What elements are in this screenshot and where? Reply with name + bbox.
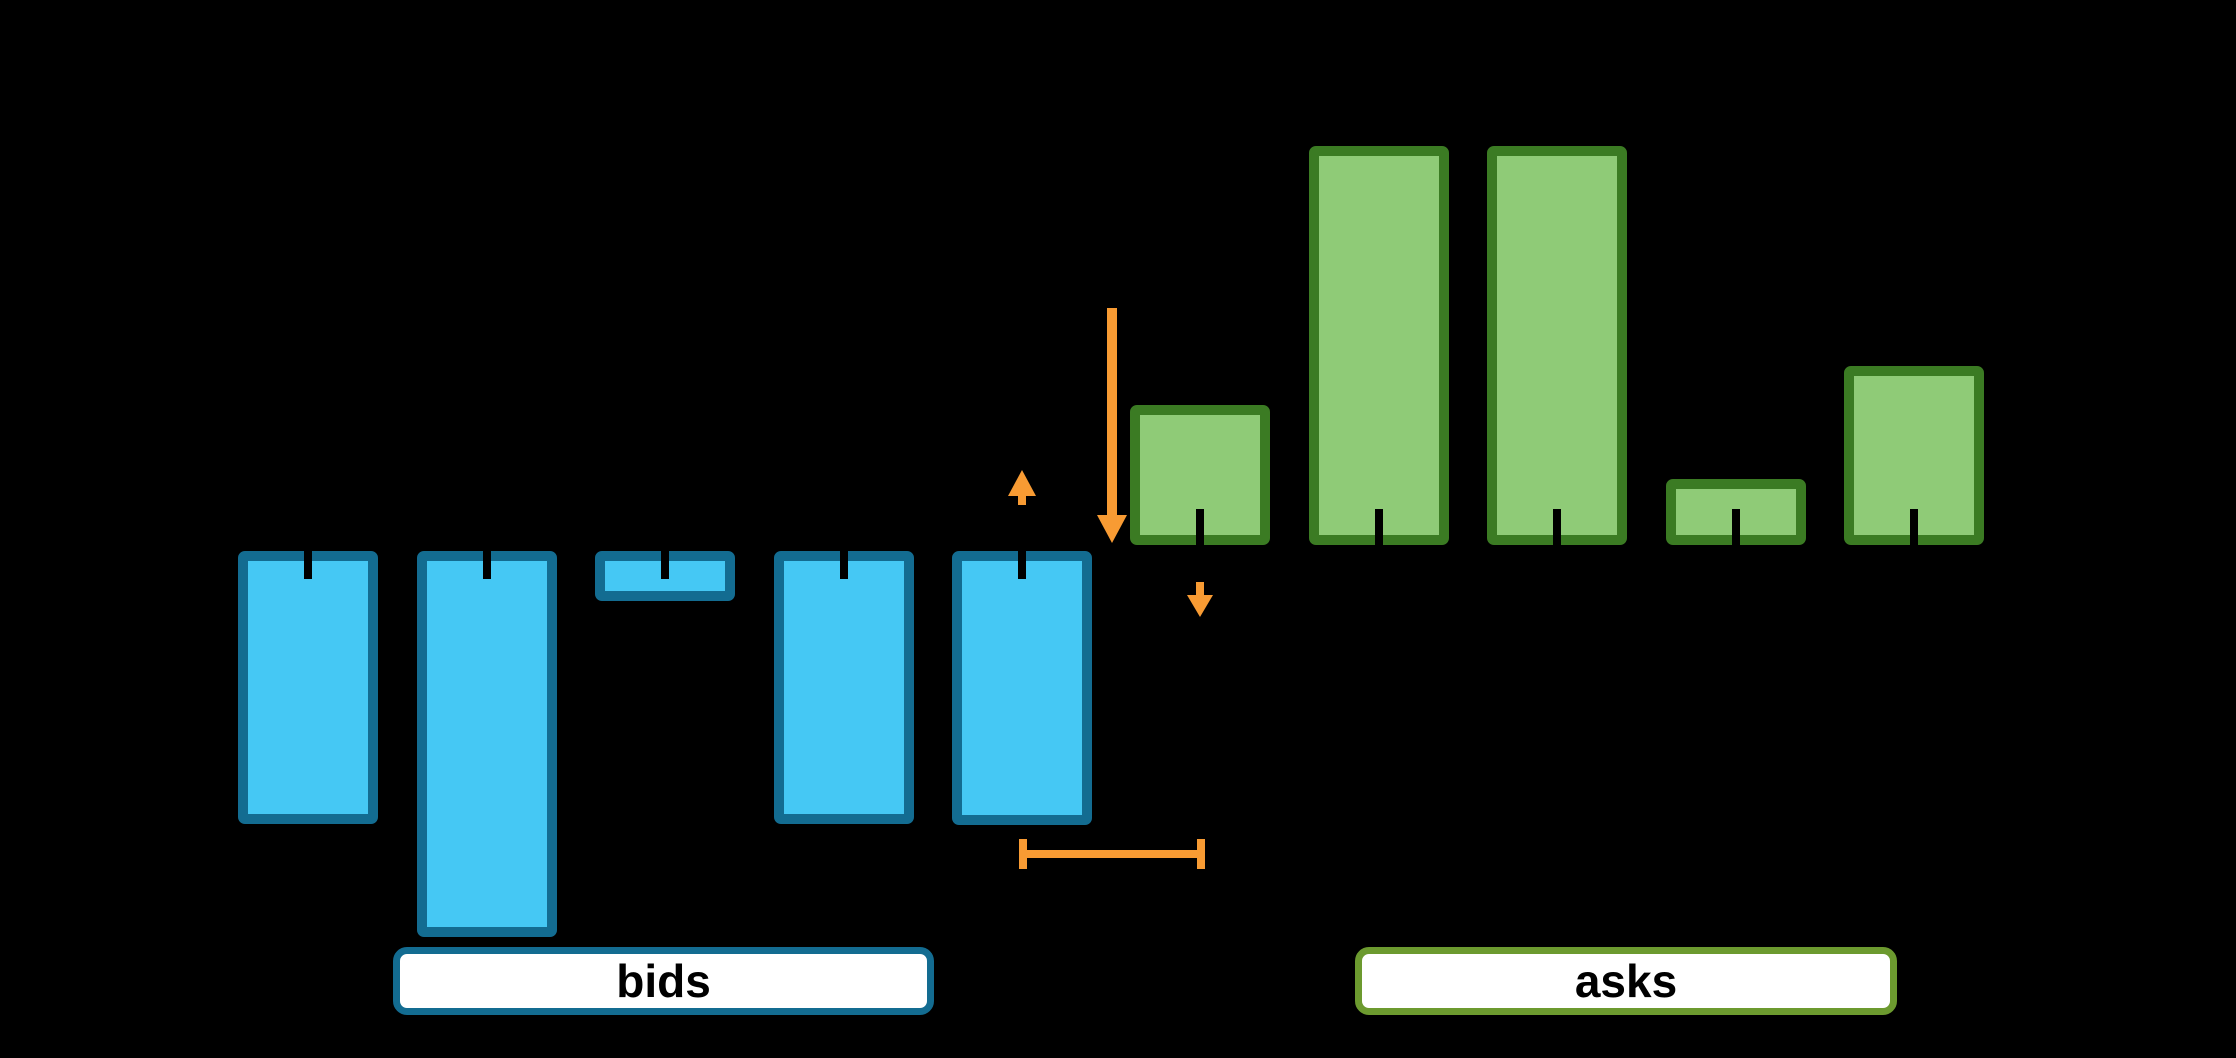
axis-tick bbox=[840, 509, 848, 579]
price-axis bbox=[170, 544, 2050, 549]
bid-bar-1 bbox=[238, 551, 378, 824]
axis-tick bbox=[1910, 509, 1918, 579]
asks-legend-label: asks bbox=[1574, 955, 1678, 1007]
bid-bar-4 bbox=[774, 551, 914, 824]
small-up-arrow-head bbox=[1008, 470, 1036, 496]
spread-bracket-left-cap bbox=[1019, 839, 1027, 869]
axis-tick bbox=[1553, 509, 1561, 579]
spread-bracket-right-cap bbox=[1197, 839, 1205, 869]
small-down-arrow-head bbox=[1187, 595, 1213, 617]
ask-bar-2 bbox=[1309, 146, 1449, 545]
small-down-arrow-shaft bbox=[1196, 582, 1204, 597]
long-down-arrow-head bbox=[1097, 515, 1127, 543]
axis-tick bbox=[1018, 509, 1026, 579]
bids-legend-box: bids bbox=[393, 947, 934, 1015]
ask-bar-3 bbox=[1487, 146, 1627, 545]
bid-bar-5 bbox=[952, 551, 1092, 825]
axis-tick bbox=[483, 509, 491, 579]
axis-tick bbox=[661, 509, 669, 579]
long-down-arrow-shaft bbox=[1107, 308, 1117, 515]
bids-legend-label: bids bbox=[616, 955, 711, 1007]
asks-legend-box: asks bbox=[1355, 947, 1897, 1015]
axis-tick bbox=[1375, 509, 1383, 579]
small-up-arrow-shaft bbox=[1018, 494, 1026, 505]
axis-tick bbox=[304, 509, 312, 579]
axis-tick bbox=[1732, 509, 1740, 579]
axis-tick bbox=[1196, 509, 1204, 579]
ask-bar-5 bbox=[1844, 366, 1984, 545]
spread-bracket-line bbox=[1023, 850, 1201, 858]
bid-bar-2 bbox=[417, 551, 557, 937]
